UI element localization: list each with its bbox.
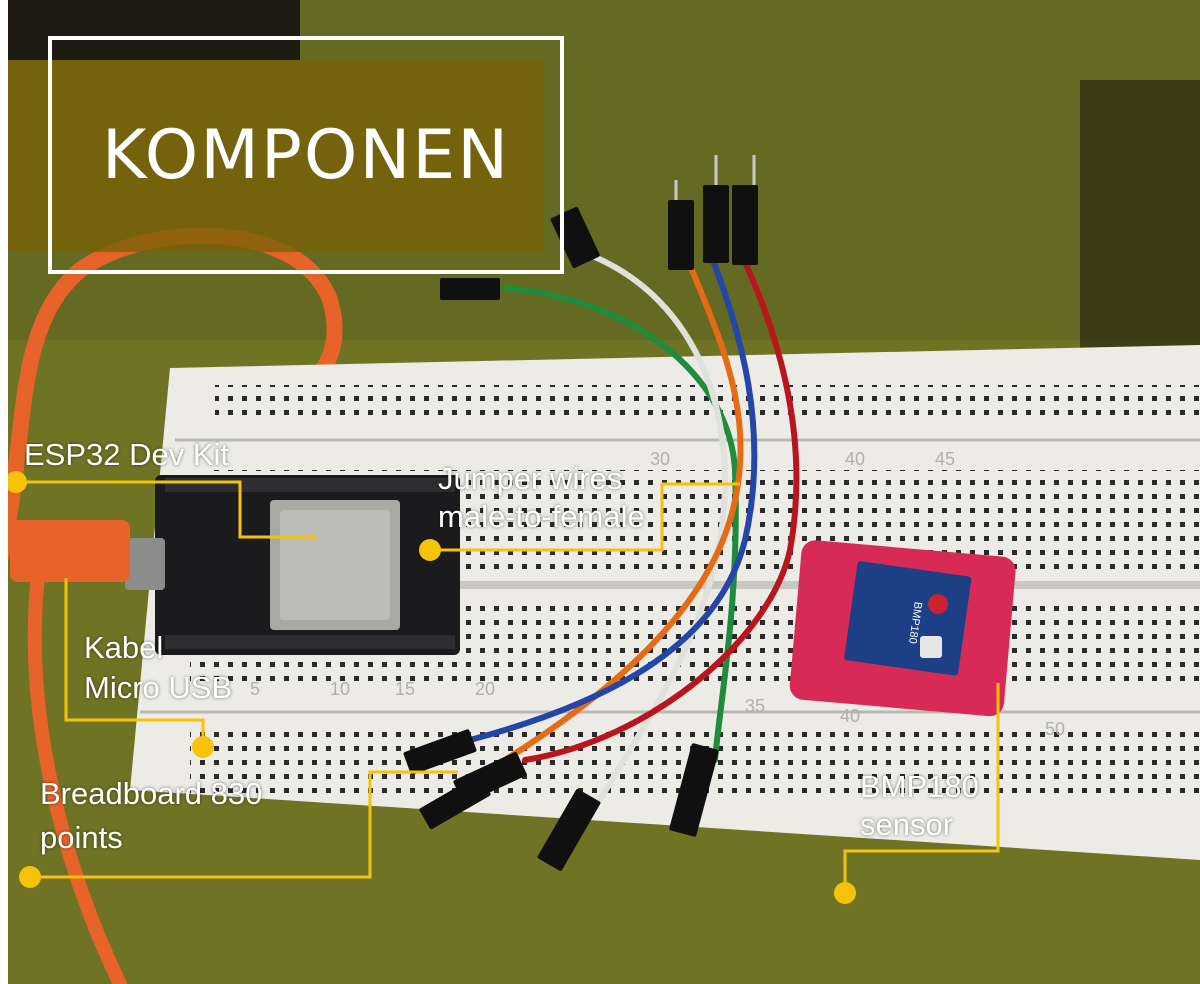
jumper-wire-green	[502, 285, 739, 763]
shadow-right	[1080, 80, 1200, 360]
bb-num: 40	[840, 706, 860, 726]
jumper-connector	[537, 789, 601, 871]
bmp180-marking: BMP180	[906, 601, 924, 644]
esp32-leader-line	[16, 480, 318, 539]
bmp-callout-dot	[834, 882, 856, 904]
page-title: KOMPONEN	[101, 115, 511, 195]
jumper-callout-dot	[419, 539, 441, 561]
jumper-wire-blue	[467, 255, 758, 743]
bb-num: 30	[650, 449, 670, 469]
title-frame	[48, 36, 564, 274]
usb-cable-lower	[27, 553, 127, 984]
bb-num: 40	[845, 449, 865, 469]
label-esp32-text: ESP32 Dev Kit	[24, 437, 230, 472]
kabel-leader-line	[64, 578, 205, 745]
bb-num: 20	[475, 679, 495, 699]
bb-num: 5	[250, 679, 260, 699]
jumper-connector	[668, 200, 694, 270]
label-breadboard-line1: Breadboard 830	[40, 776, 263, 811]
esp32-pin-header-top	[165, 478, 455, 492]
esp32-usb-port	[125, 538, 165, 590]
label-breadboard: Breadboard 830 points	[40, 772, 262, 860]
bmp180-sensor-chip	[920, 636, 942, 658]
jumper-connector	[703, 185, 729, 263]
usb-cable-plug	[10, 520, 130, 582]
jumper-connector	[732, 185, 758, 265]
label-bmp180: BMP180 sensor	[860, 768, 979, 844]
jumper-connector	[440, 278, 500, 300]
label-bmp-line2: sensor	[860, 807, 954, 842]
jumper-connector	[453, 752, 527, 804]
label-kabel-line1: Kabel	[84, 630, 164, 665]
esp32-callout-dot	[5, 471, 27, 493]
bmp180-module	[844, 561, 972, 676]
jumper-connector	[669, 743, 719, 837]
left-border-strip	[0, 0, 8, 984]
bb-num: 50	[1045, 719, 1065, 739]
bb-num: 45	[935, 449, 955, 469]
jumper-leader-line	[430, 482, 740, 552]
jumper-connector	[403, 729, 477, 775]
bmp-leader-line	[843, 683, 1000, 893]
label-esp32: ESP32 Dev Kit	[24, 436, 229, 474]
label-jumper-line2: male-to-female	[438, 499, 645, 534]
label-bmp-line1: BMP180	[860, 769, 979, 804]
label-jumper-wires: Jumper wires male-to-female	[438, 460, 645, 536]
label-breadboard-line2: points	[40, 820, 123, 855]
title-panel	[8, 60, 543, 252]
label-kabel-line2: Micro USB	[84, 670, 233, 705]
jumper-wire-red	[522, 259, 800, 763]
bmp180-mount-hole	[928, 594, 948, 614]
bb-num: 15	[395, 679, 415, 699]
kabel-callout-dot	[192, 736, 214, 758]
breadboard-callout-dot	[19, 866, 41, 888]
esp32-module-shield	[280, 510, 390, 620]
label-kabel-usb: Kabel Micro USB	[84, 628, 232, 708]
label-jumper-line1: Jumper wires	[438, 461, 623, 496]
bb-num: 35	[745, 696, 765, 716]
breadboard-leader-line	[30, 770, 458, 879]
bb-num: 10	[330, 679, 350, 699]
esp32-pin-header-bottom	[165, 635, 455, 649]
